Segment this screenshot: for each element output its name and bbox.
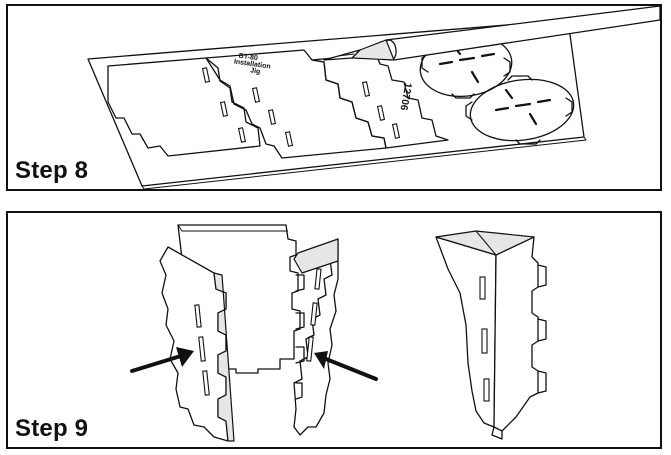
right-wing-part — [293, 238, 339, 436]
left-arrow-icon — [130, 347, 194, 373]
laser-cut-sheet: BT-80 Installation Jig 12706 — [87, 19, 587, 189]
right-arrow-icon — [314, 351, 378, 381]
left-panel-piece — [107, 57, 261, 157]
upper-disc-piece — [419, 31, 513, 99]
step-8-label: Step 8 — [15, 157, 89, 184]
assembled-jig — [435, 230, 547, 440]
step-9-panel: Step 9 — [6, 211, 662, 449]
step-8-panel: BT-80 Installation Jig 12706 — [6, 4, 662, 191]
exploded-jig-assembly — [130, 224, 378, 442]
hobby-knife — [323, 6, 660, 61]
lower-disc-piece — [465, 75, 575, 145]
sheet-title-line-3: Jig — [250, 67, 261, 75]
part-number: 12706 — [398, 82, 414, 112]
center-panel-piece — [205, 49, 387, 159]
right-panel-piece — [311, 53, 449, 149]
step-8-illustration: BT-80 Installation Jig 12706 — [87, 6, 660, 189]
sheet-title-line-1: BT-80 — [238, 53, 258, 63]
step-9-illustration — [130, 224, 547, 442]
step-9-label: Step 9 — [15, 415, 89, 442]
